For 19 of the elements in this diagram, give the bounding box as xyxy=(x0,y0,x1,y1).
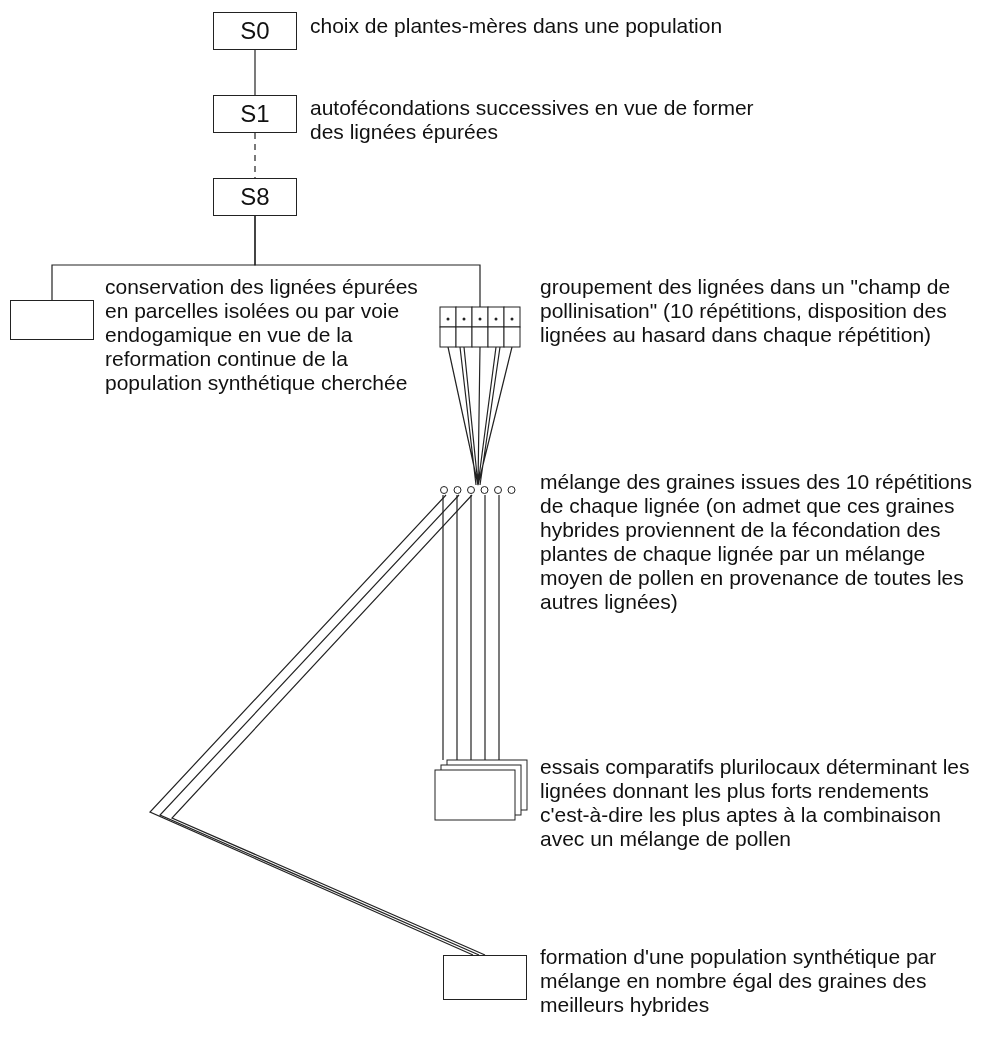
step-description: autofécondations successives en vue de former des lignées épurées xyxy=(310,96,755,144)
step-description: choix de plantes-mères dans une population xyxy=(310,14,724,38)
step-description: mélange des graines issues des 10 répétitions de chaque lignée (on admet que ces graines hybrides proviennent de la fécondation des plantes de chaque lignée par un mélange moyen de pollen en provenance de toutes les autres lignées) xyxy=(540,470,973,614)
connector-line xyxy=(254,215,481,308)
stage-box: S0 xyxy=(213,12,297,50)
connector-line xyxy=(254,49,256,96)
stacked-trial-boxes-drawing xyxy=(435,760,527,820)
step-description: groupement des lignées dans un "champ de pollinisation" (10 répétitions, disposition des lignées au hasard dans chaque répétition) xyxy=(540,275,952,347)
step-description: formation d'une population synthétique par mélange en nombre égal des graines des meilleurs hybrides xyxy=(540,945,938,1017)
pollination-field-grid xyxy=(440,307,520,347)
empty-box xyxy=(10,300,94,340)
step-description: essais comparatifs plurilocaux déterminant les lignées donnant les plus forts rendements c'est-à-dire les plus aptes à la combinaison avec un mélange de pollen xyxy=(540,755,971,851)
step-description: conservation des lignées épurées en parcelles isolées ou par voie endogamique en vue de la reformation continue de la population synthétique cherchée xyxy=(105,275,419,395)
seed-mix-circles xyxy=(440,485,516,495)
empty-box xyxy=(443,955,527,1000)
stage-box: S1 xyxy=(213,95,297,133)
stage-box: S8 xyxy=(213,178,297,216)
connector-line xyxy=(447,346,513,486)
connector-line xyxy=(470,494,472,761)
